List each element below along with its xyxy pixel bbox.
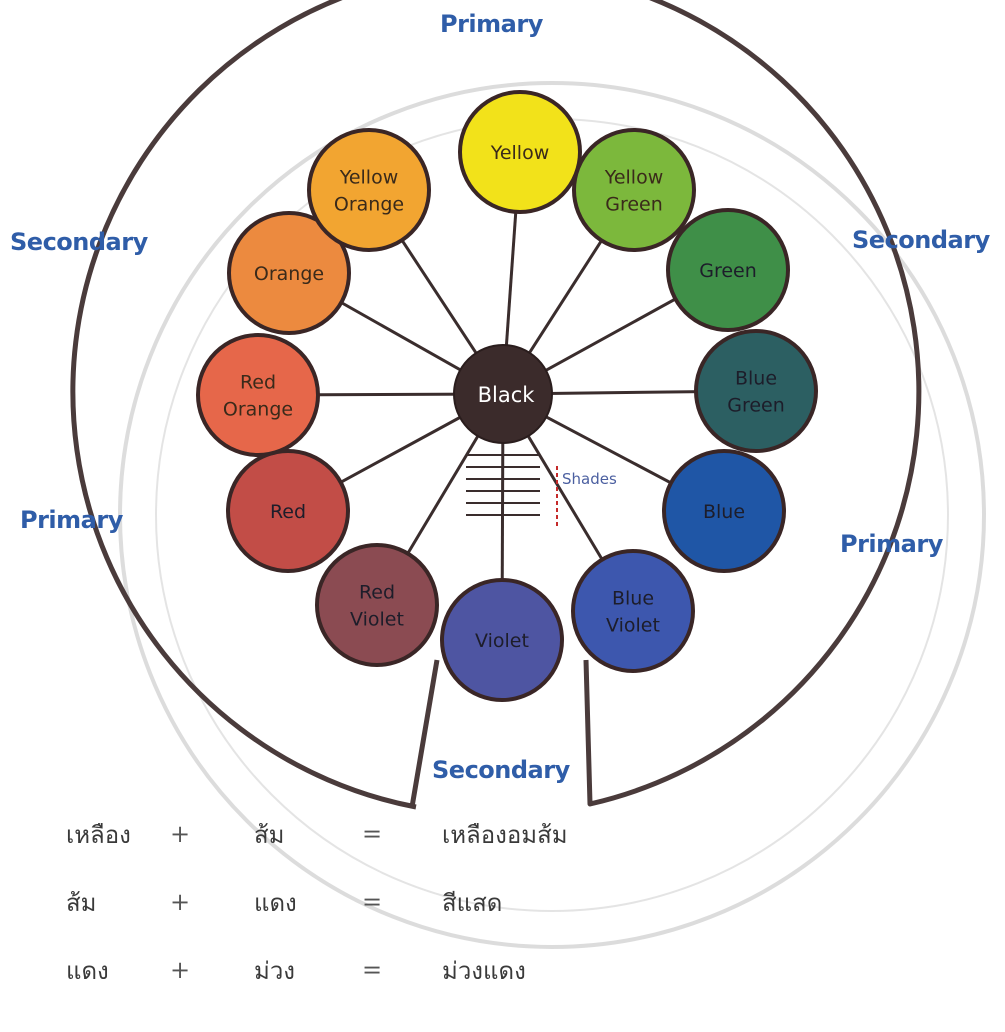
equals-sign: = — [362, 956, 383, 984]
mix-row-3: แดง + ม่วง = ม่วงแดง — [66, 950, 526, 990]
shade-bars — [466, 454, 540, 516]
shades-label: Shades — [562, 470, 617, 488]
color-node-yellow: Yellow — [458, 90, 582, 214]
color-label-yellow-green: Green — [605, 194, 663, 216]
mix-color-a: แดง — [66, 956, 109, 985]
color-label-yellow-green: Yellow — [604, 167, 664, 189]
center-node: Black — [453, 344, 553, 444]
color-node-violet: Violet — [440, 578, 564, 702]
mix-color-b: ส้ม — [254, 820, 285, 849]
color-circle-green — [666, 208, 790, 332]
color-label-blue-violet: Violet — [606, 615, 660, 637]
plus-sign: + — [170, 956, 191, 984]
color-label-red-violet: Violet — [350, 609, 404, 631]
color-circle-yellow-green — [572, 128, 696, 252]
secondary-label-right: Secondary — [852, 226, 990, 254]
color-label-blue-green: Blue — [735, 368, 777, 390]
mix-color-b: แดง — [254, 888, 297, 917]
color-label-red: Red — [270, 501, 306, 523]
color-circle-orange — [227, 211, 351, 335]
color-label-blue: Blue — [703, 501, 745, 523]
center-label: Black — [478, 383, 536, 407]
mix-result: สีแสด — [442, 888, 503, 917]
mix-row-2: ส้ม + แดง = สีแสด — [66, 882, 502, 922]
color-label-red-violet: Red — [359, 582, 395, 604]
color-circle-red-orange — [196, 333, 320, 457]
primary-label-top: Primary — [440, 10, 543, 38]
color-label-violet: Violet — [475, 630, 529, 652]
color-circle-yellow — [458, 90, 582, 214]
color-node-green: Green — [666, 208, 790, 332]
color-label-blue-violet: Blue — [612, 588, 654, 610]
color-circle-violet — [440, 578, 564, 702]
color-label-yellow-orange: Orange — [334, 194, 404, 216]
color-label-yellow: Yellow — [490, 142, 550, 164]
color-circle-red-violet — [315, 543, 439, 667]
center-circle — [453, 344, 553, 444]
mix-result: ม่วงแดง — [442, 956, 526, 985]
color-circle-blue-green — [694, 329, 818, 453]
mix-color-a: เหลือง — [66, 820, 131, 849]
color-label-yellow-orange: Yellow — [339, 167, 399, 189]
plus-sign: + — [170, 888, 191, 916]
color-node-red: Red — [226, 449, 350, 573]
mix-result: เหลืองอมส้ม — [442, 820, 568, 849]
color-label-green: Green — [699, 260, 757, 282]
color-circle-blue — [662, 449, 786, 573]
primary-label-left: Primary — [20, 506, 123, 534]
color-label-red-orange: Red — [240, 372, 276, 394]
wheel-outline — [70, 0, 922, 810]
color-circle-blue-violet — [571, 549, 695, 673]
mix-color-b: ม่วง — [254, 956, 296, 985]
equals-sign: = — [362, 888, 383, 916]
shades-marker: Shades — [556, 466, 617, 528]
secondary-label-bottom: Secondary — [432, 756, 570, 784]
mix-row-1: เหลือง + ส้ม = เหลืองอมส้ม — [66, 814, 568, 854]
color-circle-yellow-orange — [307, 128, 431, 252]
color-label-blue-green: Green — [727, 395, 785, 417]
equals-sign: = — [362, 820, 383, 848]
color-label-red-orange: Orange — [223, 399, 293, 421]
primary-label-right: Primary — [840, 530, 943, 558]
color-node-orange: Orange — [227, 211, 351, 335]
plus-sign: + — [170, 820, 191, 848]
color-circles: YellowYellowGreenGreenBlueGreenBlueBlueV… — [196, 90, 818, 702]
color-circle-red — [226, 449, 350, 573]
color-label-orange: Orange — [254, 263, 324, 285]
color-node-blue: Blue — [662, 449, 786, 573]
secondary-label-left: Secondary — [10, 228, 148, 256]
mix-color-a: ส้ม — [66, 888, 97, 917]
